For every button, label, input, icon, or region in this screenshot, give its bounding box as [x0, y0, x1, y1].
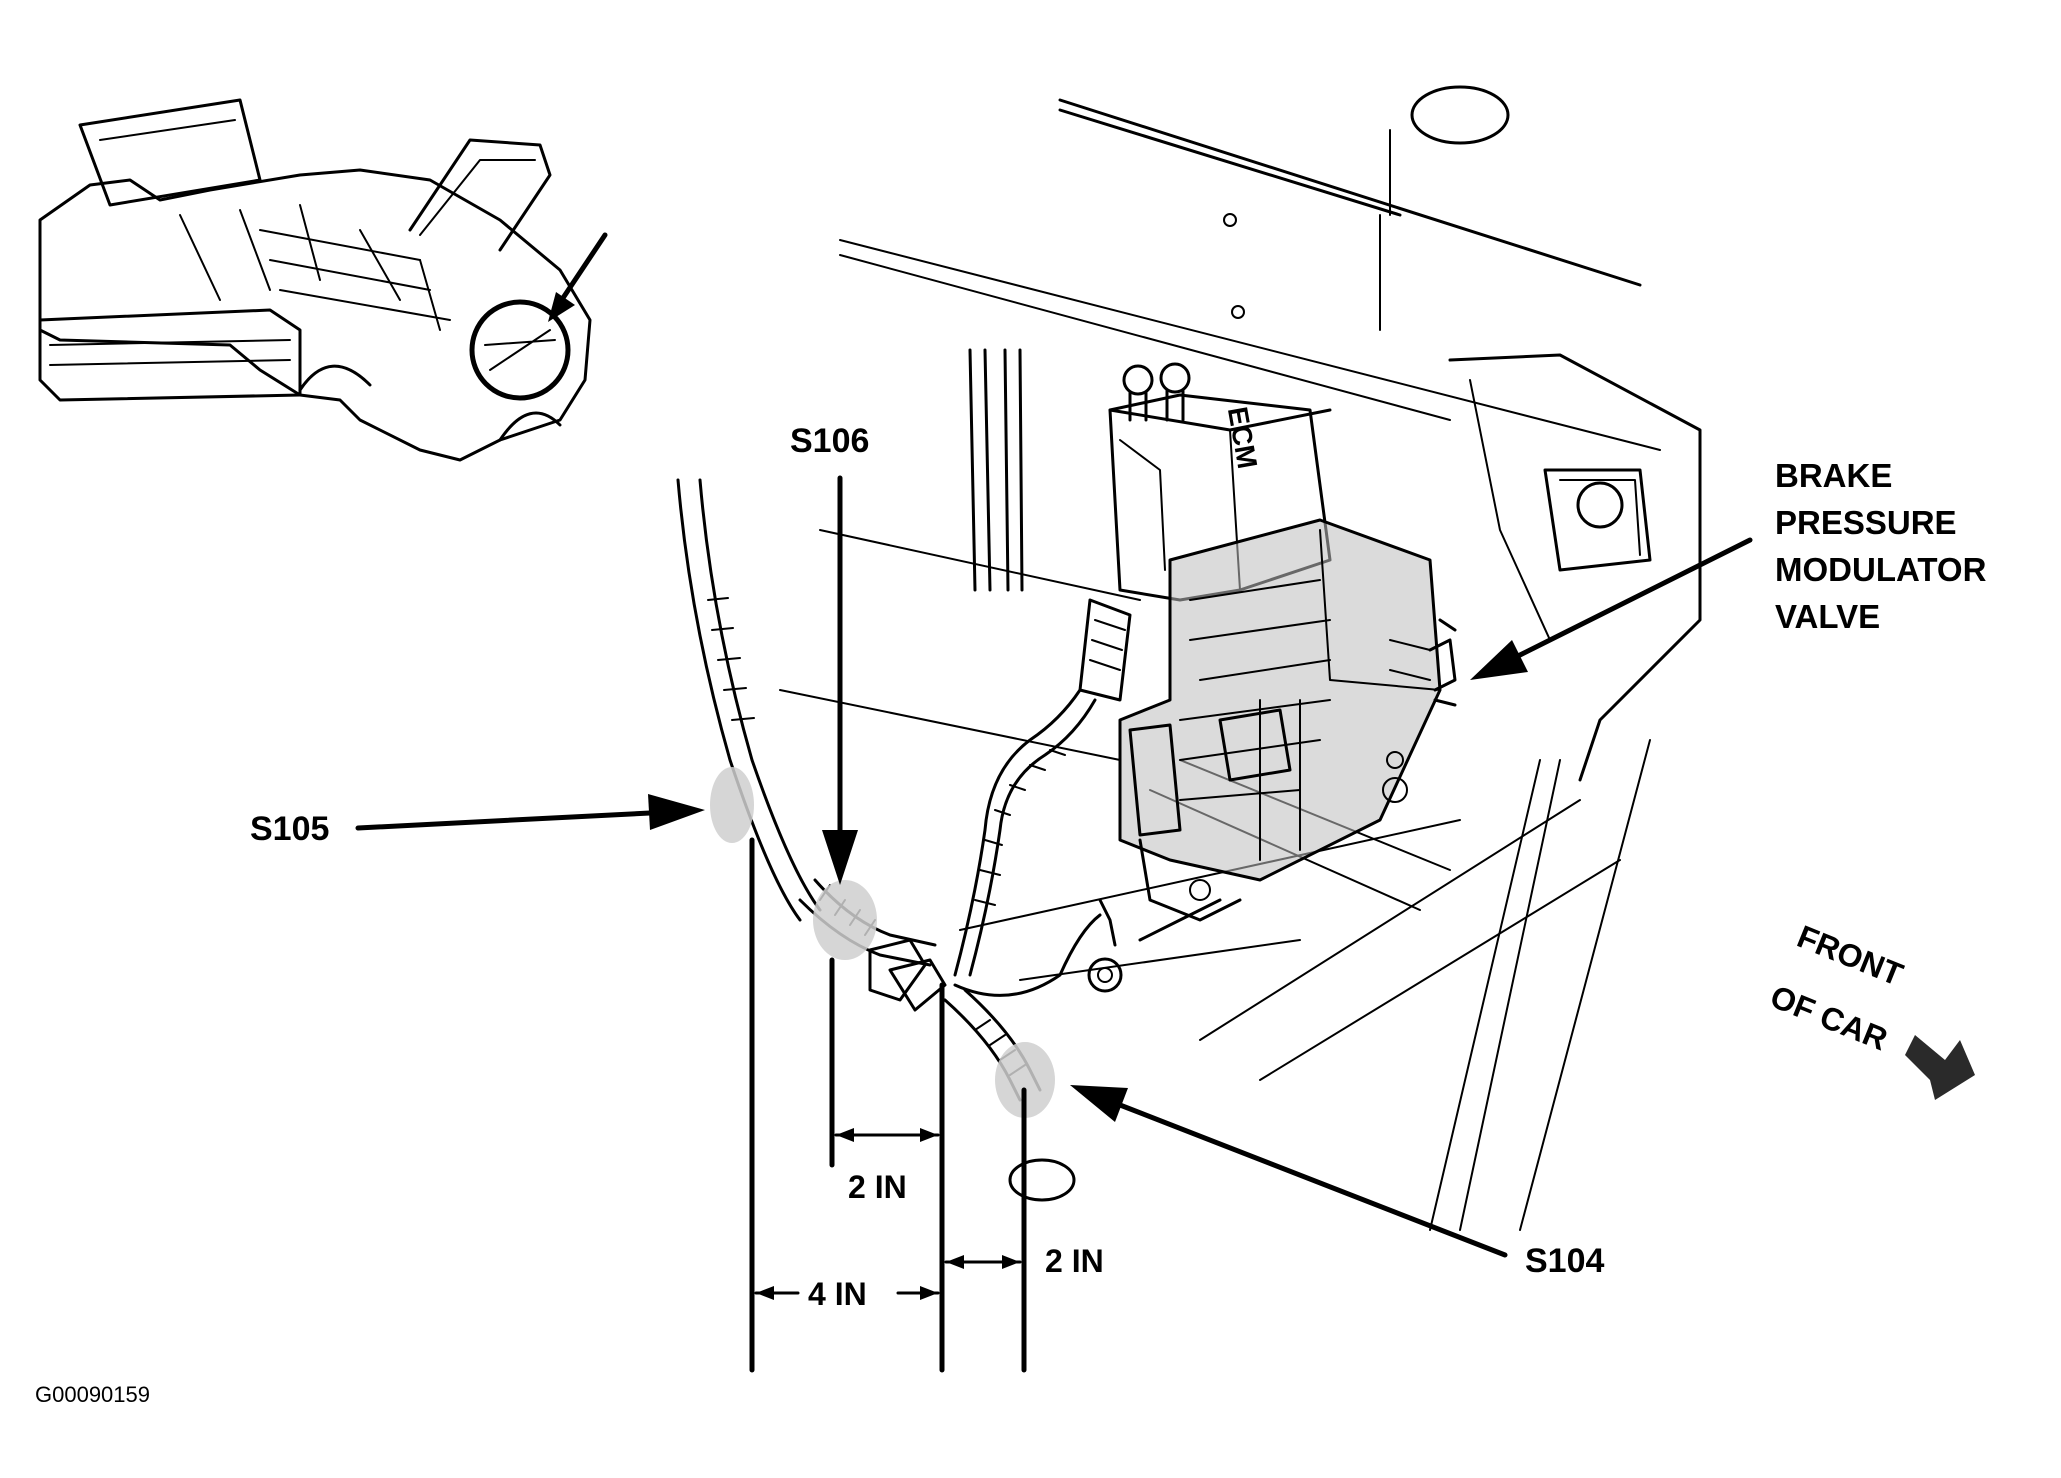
component-label-line2: PRESSURE [1775, 504, 1957, 541]
front-direction-arrow [1905, 1035, 1975, 1100]
splice-s105-highlight [710, 767, 754, 843]
leader-arrows [355, 475, 1753, 1258]
splice-label-s105: S105 [250, 810, 329, 848]
dimension-lines [749, 837, 1027, 1373]
dimension-label-2in-right: 2 IN [1045, 1243, 1104, 1279]
vehicle-locator-inset [38, 98, 608, 462]
front-of-car-indicator: FRONT OF CAR [1765, 918, 1975, 1100]
svg-text:ECM: ECM [1222, 404, 1263, 471]
body-panels [779, 85, 1702, 1231]
front-label-line2: OF CAR [1765, 978, 1892, 1057]
brake-pressure-modulator-valve: ECM [1078, 362, 1457, 993]
component-label-line1: BRAKE [1775, 457, 1892, 494]
dimension-label-2in-upper: 2 IN [848, 1169, 907, 1205]
front-label-line1: FRONT [1792, 918, 1908, 993]
dimension-label-4in: 4 IN [808, 1276, 867, 1312]
component-label-line4: VALVE [1775, 598, 1880, 635]
splice-s104-highlight [995, 1042, 1055, 1118]
splice-s106-highlight [813, 880, 877, 960]
component-label-line3: MODULATOR [1775, 551, 1987, 588]
splice-label-s106: S106 [790, 422, 869, 460]
figure-id: G00090159 [35, 1382, 150, 1407]
splice-label-s104: S104 [1525, 1242, 1604, 1280]
